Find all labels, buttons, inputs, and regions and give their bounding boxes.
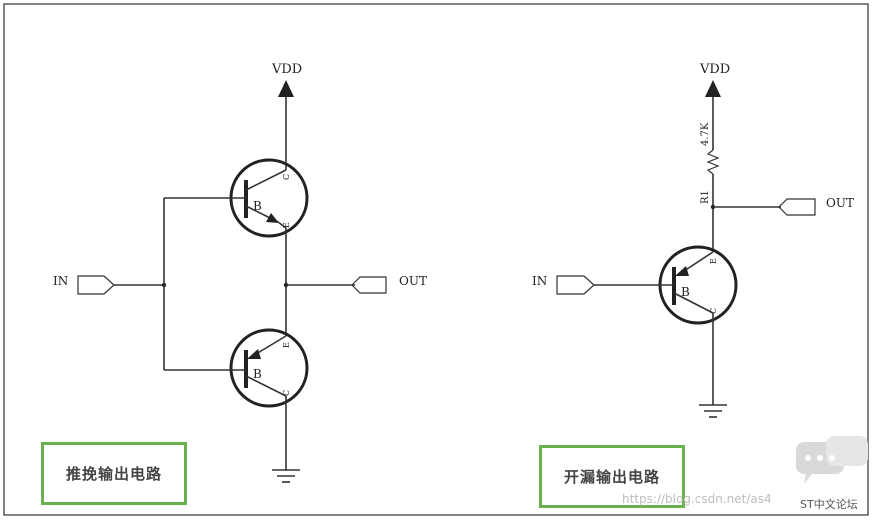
- q-pin-b: B: [681, 285, 690, 299]
- q2-transistor: [229, 328, 309, 408]
- q-emitter-arrow-icon: [675, 266, 689, 276]
- ground-icon: [699, 404, 727, 418]
- open-drain-caption: 开漏输出电路: [539, 445, 685, 508]
- ground-icon: [272, 469, 300, 483]
- open-drain-vdd-label: VDD: [699, 62, 730, 77]
- q2-pin-b: B: [253, 367, 262, 381]
- q1-collector-lead: [245, 169, 287, 191]
- q2-collector-lead: [245, 375, 287, 397]
- resistor-value: 4.7K: [700, 122, 711, 146]
- q-emitter-lead: [683, 251, 714, 272]
- in-port-icon: [77, 275, 115, 295]
- q1-emitter-tail: [277, 221, 287, 229]
- q2-emitter-lead: [255, 335, 287, 355]
- open-drain-caption-text: 开漏输出电路: [563, 468, 660, 486]
- in-port-icon: [556, 275, 595, 295]
- open-drain-circuit: VDD 4.7K R1 OUT B E C IN: [532, 62, 854, 418]
- q2-pin-e: E: [282, 342, 291, 348]
- q2-emitter-arrow-icon: [247, 349, 261, 359]
- out-port-icon: [351, 276, 387, 294]
- push-pull-out-label: OUT: [399, 274, 427, 288]
- q1-pin-b: B: [253, 199, 262, 213]
- csdn-url-watermark: https://blog.csdn.net/as4: [622, 492, 772, 506]
- push-pull-caption: 推挽输出电路: [41, 442, 187, 505]
- out-port-icon: [778, 198, 816, 216]
- resistor-name: R1: [700, 190, 711, 204]
- q2-pin-c: C: [282, 390, 291, 396]
- q-pin-c: C: [709, 308, 718, 314]
- vdd-arrow-icon: [705, 80, 721, 97]
- resistor-icon: [706, 149, 720, 175]
- q1-emitter-arrow-icon: [266, 213, 279, 223]
- push-pull-circuit: VDD B C E OUT B E C: [53, 62, 427, 483]
- open-drain-in-label: IN: [532, 274, 547, 288]
- open-drain-out-label: OUT: [826, 196, 854, 210]
- push-pull-in-label: IN: [53, 274, 68, 288]
- q1-pin-e: E: [282, 222, 291, 228]
- q-collector-lead: [673, 292, 714, 314]
- forum-watermark: ST中文论坛: [800, 498, 858, 511]
- push-pull-caption-text: 推挽输出电路: [65, 465, 162, 483]
- q1-pin-c: C: [282, 174, 291, 180]
- q-pin-e: E: [709, 258, 718, 264]
- chat-bubble-icon: [796, 436, 868, 484]
- frame-border: [3, 3, 869, 516]
- push-pull-vdd-label: VDD: [271, 62, 302, 77]
- vdd-arrow-icon: [278, 80, 294, 97]
